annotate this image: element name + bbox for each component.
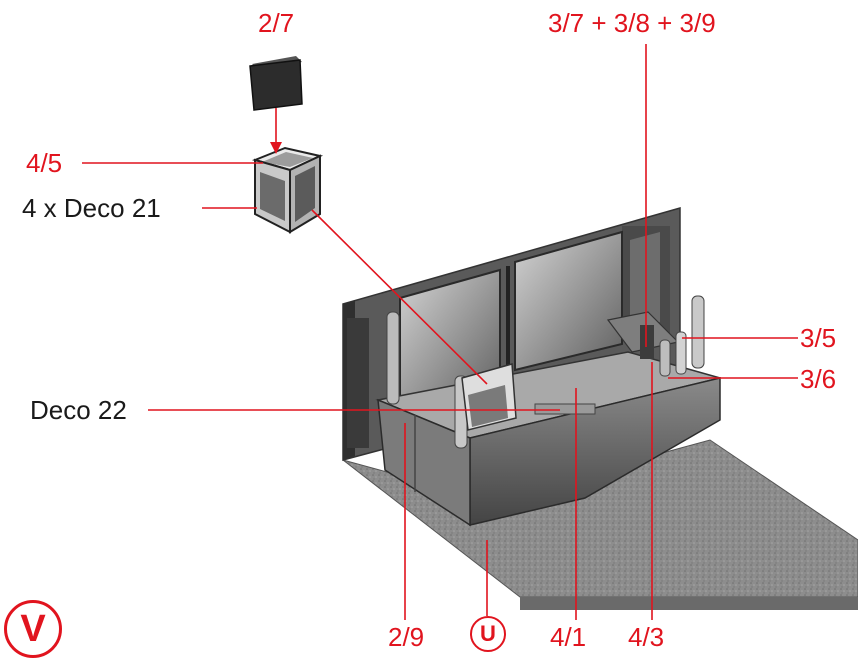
- window-panel-right: [514, 230, 623, 372]
- label-deco-22: Deco 22: [30, 395, 127, 425]
- label-4-1: 4/1: [550, 622, 587, 652]
- label-4-5: 4/5: [26, 148, 63, 178]
- label-3-6: 3/6: [800, 364, 837, 394]
- label-3-5: 3/5: [800, 323, 837, 353]
- label-2-9: 2/9: [388, 622, 425, 652]
- part-4-5-box: [251, 146, 324, 234]
- step-badge: V: [4, 600, 62, 658]
- label-2-7: 2/7: [258, 8, 295, 38]
- label-3-7-3-8-3-9: 3/7 + 3/8 + 3/9: [548, 8, 716, 38]
- arrowhead-2-7: [270, 142, 282, 154]
- sub-step-badge: U: [470, 616, 506, 652]
- leader-deco-21-sign: [311, 209, 488, 385]
- part-2-7-piece: [249, 56, 303, 111]
- label-deco-21: 4 x Deco 21: [22, 193, 161, 223]
- label-4-3: 4/3: [628, 622, 665, 652]
- counter-side: [377, 398, 471, 527]
